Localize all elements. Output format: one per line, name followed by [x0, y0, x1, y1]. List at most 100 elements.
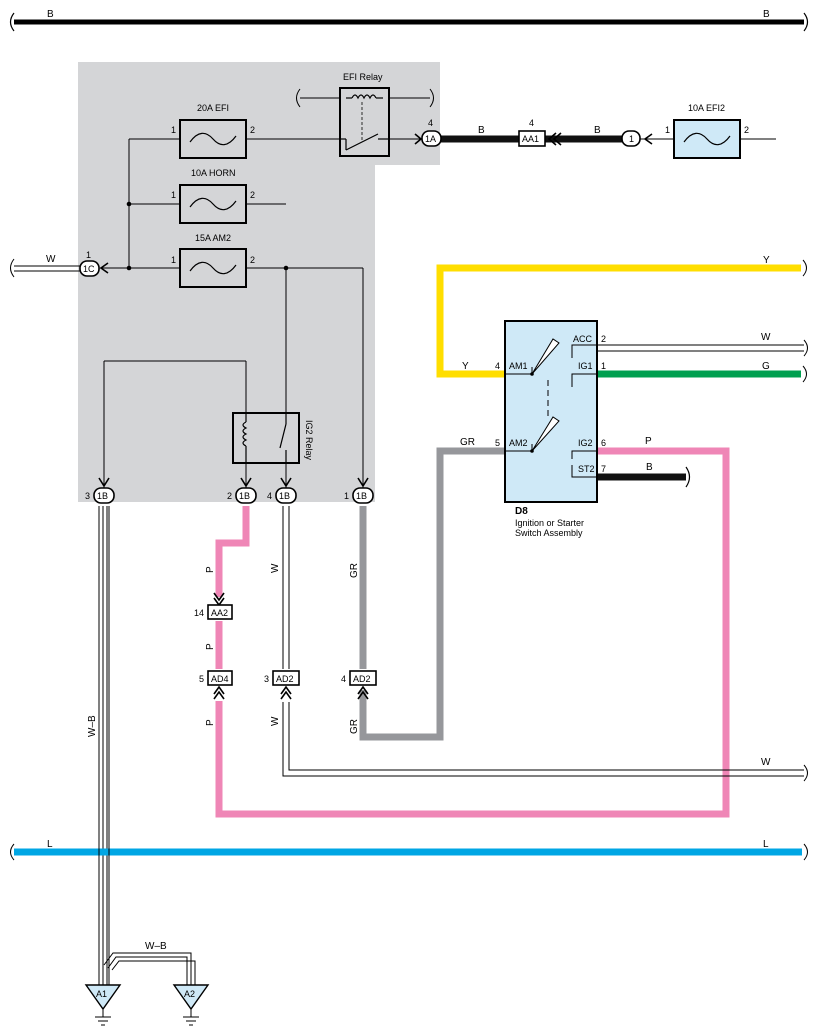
switch-code: D8: [515, 506, 528, 517]
top-b-bus: B B: [9, 9, 809, 32]
junction-box: [78, 62, 440, 502]
switch-ig1-pin: 1: [601, 361, 606, 371]
connector-t1-id: 1: [629, 134, 634, 144]
ground-a1: A1: [84, 984, 122, 1026]
efi-relay-label: EFI Relay: [343, 72, 383, 82]
green-wire: G: [597, 361, 807, 383]
wire-label-b-right: B: [763, 9, 770, 20]
switch-am1-label: AM1: [509, 361, 528, 371]
ig2-relay: IG2 Relay: [232, 412, 314, 464]
wire-label-w-bottom: W: [761, 757, 771, 768]
wire-label-b-left: B: [47, 9, 54, 20]
fuse-label-am2: 15A AM2: [195, 233, 231, 243]
wire-label-w-acc: W: [761, 332, 771, 343]
wire-label-l-left: L: [47, 839, 53, 850]
fuse-10a-efi2: 10A EFI2 1 2: [665, 103, 776, 159]
connector-1b-1-pin: 1: [344, 491, 349, 501]
wire-label-b-st2: B: [646, 462, 653, 473]
fuse-pin-efi-1: 1: [171, 125, 176, 135]
wire-label-w-left: W: [46, 254, 56, 265]
connector-aa2-pin: 14: [194, 608, 204, 618]
fuse-pin-horn-1: 1: [171, 190, 176, 200]
fuse-10a-horn: 10A HORN 1 2: [171, 168, 255, 224]
switch-acc-label: ACC: [573, 334, 593, 344]
ig2-relay-label: IG2 Relay: [304, 420, 314, 461]
connector-aa2-id: AA2: [211, 608, 228, 618]
wire-label-y-left: Y: [462, 361, 469, 372]
connector-ad2-4-id: AD2: [353, 674, 371, 684]
left-w-input: W 1C 1: [10, 250, 109, 278]
fuse-pin-horn-2: 2: [250, 190, 255, 200]
switch-name-line1: Ignition or Starter: [515, 518, 584, 528]
junction-dots: [126, 201, 289, 271]
switch-name-line2: Switch Assembly: [515, 528, 583, 538]
wire-label-p-2: P: [205, 643, 216, 650]
connector-1a-pin: 4: [428, 118, 433, 128]
switch-st2-label: ST2: [578, 464, 595, 474]
fuse-pin-efi2-1: 1: [665, 125, 670, 135]
wire-label-gr-2: GR: [349, 719, 360, 734]
switch-am2-label: AM2: [509, 438, 528, 448]
switch-acc-pin: 2: [601, 334, 606, 344]
connector-1b-4-id: 1B: [279, 491, 290, 501]
fuse-20a-efi: 20A EFI 1 2: [171, 103, 255, 159]
ground-a1-label: A1: [96, 989, 107, 999]
fuse-pin-am2-2: 2: [250, 255, 255, 265]
fuse-pin-am2-1: 1: [171, 255, 176, 265]
wire-label-b-feed-1: B: [478, 125, 485, 136]
connector-ad2-3-id: AD2: [276, 674, 294, 684]
connector-1c-pin: 1: [86, 250, 91, 260]
wire-label-y-right: Y: [763, 255, 770, 266]
acc-white-wire: [597, 339, 808, 357]
wire-label-gr-1: GR: [349, 563, 360, 578]
connectors-1b: 1B 3 1B 2 1B 4 1B 1: [85, 477, 374, 504]
switch-ig1-label: IG1: [578, 361, 593, 371]
connector-1b-1-id: 1B: [356, 491, 367, 501]
connector-ad4-id: AD4: [211, 674, 229, 684]
st2-black-wire: B: [597, 462, 691, 488]
switch-am1-pin: 4: [495, 361, 500, 371]
wire-label-wb: W–B: [87, 715, 98, 737]
connector-1b-4-pin: 4: [267, 491, 272, 501]
connector-1b-3-id: 1B: [97, 491, 108, 501]
white-wire: [282, 506, 808, 782]
connector-1b-3-pin: 3: [85, 491, 90, 501]
gray-wire: GR GR GR: [349, 437, 505, 741]
fuse-label-efi2: 10A EFI2: [688, 103, 725, 113]
efi-feed-connectors: 1A 4 AA1 4 1 B B: [414, 118, 674, 147]
connector-1a-id: 1A: [425, 134, 436, 144]
wire-label-p-3: P: [205, 719, 216, 726]
connector-ad2-3-pin: 3: [264, 674, 269, 684]
wire-label-wb-ground: W–B: [145, 941, 167, 952]
wb-ground-wire: [98, 506, 196, 985]
efi-relay: EFI Relay: [296, 72, 434, 157]
wire-label-g: G: [762, 361, 770, 372]
yellow-wire: Y Y: [436, 255, 807, 378]
mid-connectors: AA2 14 AD4 5 AD2 3 AD2 4: [194, 592, 377, 700]
ignition-switch-d8: AM1 4 AM2 5 ACC 2 IG1 1 IG2 6 ST2 7: [495, 320, 606, 538]
switch-ig2-pin: 6: [601, 438, 606, 448]
pink-wire: P P P P: [205, 436, 730, 818]
fuse-label-horn: 10A HORN: [191, 168, 236, 178]
ground-a2-label: A2: [184, 989, 195, 999]
connector-1b-2-pin: 2: [227, 491, 232, 501]
junction-box-wiring: [100, 138, 422, 488]
connector-aa1-id: AA1: [522, 134, 539, 144]
switch-ig2-label: IG2: [578, 438, 593, 448]
connector-1c-id: 1C: [83, 264, 95, 274]
fuse-pin-efi-2: 2: [250, 125, 255, 135]
connector-ad2-4-pin: 4: [341, 674, 346, 684]
wire-label-w-1: W: [270, 563, 281, 573]
wire-label-l-right: L: [763, 839, 769, 850]
switch-st2-pin: 7: [601, 464, 606, 474]
wire-label-gr-am2: GR: [460, 437, 475, 448]
l-bus: L L: [10, 839, 808, 861]
ground-a2: A2: [172, 984, 210, 1026]
fuse-15a-am2: 15A AM2 1 2: [171, 233, 255, 288]
fuse-label-efi: 20A EFI: [197, 103, 229, 113]
switch-am2-pin: 5: [495, 438, 500, 448]
connector-aa1-pin: 4: [529, 118, 534, 128]
connector-1b-2-id: 1B: [239, 491, 250, 501]
fuse-pin-efi2-2: 2: [744, 125, 749, 135]
